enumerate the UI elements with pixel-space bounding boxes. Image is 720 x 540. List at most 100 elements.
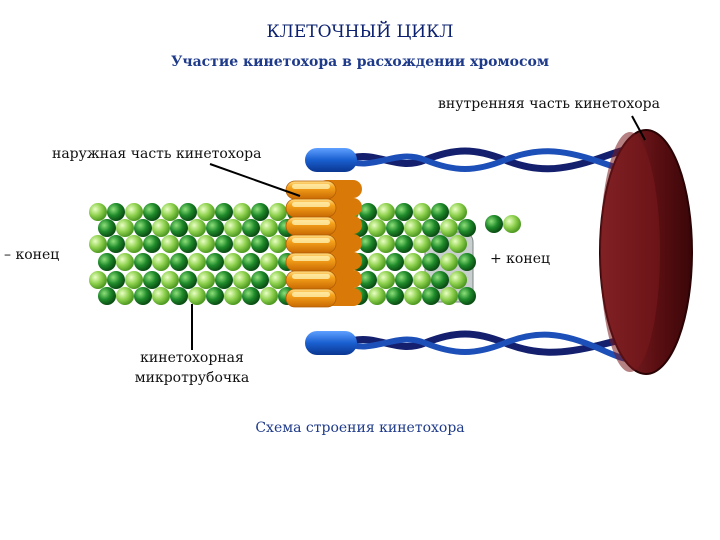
outer-kinetochore-label: наружная часть кинетохора <box>52 146 262 162</box>
tubulin-subunit <box>377 235 395 253</box>
tubulin-subunit <box>359 203 377 221</box>
tubulin-subunit <box>197 235 215 253</box>
tubulin-subunit <box>251 203 269 221</box>
tubulin-subunit <box>206 287 224 305</box>
tubulin-subunit <box>386 253 404 271</box>
tubulin-subunit <box>368 219 386 237</box>
page-subtitle: Участие кинетохора в расхождении хромосо… <box>170 54 550 70</box>
tubulin-subunit <box>449 235 467 253</box>
tubulin-subunit <box>107 235 125 253</box>
tubulin-subunit <box>377 271 395 289</box>
kinetochore-microtubule <box>89 203 521 305</box>
tubulin-subunit <box>107 271 125 289</box>
tubulin-subunit <box>224 219 242 237</box>
microtubule-label-line1: кинетохорная <box>140 350 244 366</box>
ring-segment <box>285 216 337 236</box>
tubulin-subunit <box>422 253 440 271</box>
tubulin-subunit <box>251 271 269 289</box>
inner-kinetochore-plate <box>599 129 693 375</box>
tubulin-subunit <box>116 219 134 237</box>
tubulin-subunit <box>260 253 278 271</box>
tubulin-subunit <box>413 271 431 289</box>
tubulin-subunit <box>152 253 170 271</box>
tubulin-subunit <box>458 253 476 271</box>
tubulin-subunit <box>161 235 179 253</box>
tubulin-subunit <box>377 203 395 221</box>
tubulin-subunit <box>368 287 386 305</box>
tubulin-subunit <box>413 203 431 221</box>
tubulin-subunit <box>143 235 161 253</box>
diagram-caption: Схема строения кинетохора <box>255 420 465 436</box>
tubulin-subunit <box>125 235 143 253</box>
tubulin-subunit <box>458 287 476 305</box>
ring-segment-highlight <box>292 238 330 243</box>
tubulin-subunit <box>404 253 422 271</box>
upper-blue-head <box>305 148 357 172</box>
tubulin-subunit <box>143 203 161 221</box>
tubulin-subunit <box>134 253 152 271</box>
tubulin-subunit <box>197 271 215 289</box>
tubulin-subunit <box>233 235 251 253</box>
plus-end-label: + конец <box>490 251 550 267</box>
tubulin-subunit <box>170 219 188 237</box>
tubulin-subunit <box>458 219 476 237</box>
ring-segment <box>285 180 337 200</box>
ring-segment <box>285 252 337 272</box>
tubulin-subunit <box>260 287 278 305</box>
tubulin-subunit <box>134 219 152 237</box>
tubulin-subunit <box>359 271 377 289</box>
minus-end-label: – конец <box>4 247 60 263</box>
ring-segment-highlight <box>292 292 330 297</box>
ring-segment <box>285 234 337 254</box>
tubulin-subunit <box>116 253 134 271</box>
tubulin-subunit <box>440 287 458 305</box>
tubulin-subunit <box>89 271 107 289</box>
tubulin-subunit <box>368 253 386 271</box>
tubulin-subunit <box>440 219 458 237</box>
tubulin-subunit <box>224 287 242 305</box>
tubulin-subunit <box>404 287 422 305</box>
ring-segment-highlight <box>292 274 330 279</box>
tubulin-subunit <box>413 235 431 253</box>
tubulin-subunit <box>107 203 125 221</box>
ring-segment <box>285 198 337 218</box>
outer-kinetochore-leader <box>209 163 301 197</box>
page-title: КЛЕТОЧНЫЙ ЦИКЛ <box>266 22 454 42</box>
tubulin-subunit <box>449 271 467 289</box>
tubulin-subunit <box>251 235 269 253</box>
ring-segment-highlight <box>292 256 330 261</box>
tubulin-subunit <box>152 219 170 237</box>
ring-segment <box>285 270 337 290</box>
tubulin-subunit <box>269 203 287 221</box>
tubulin-subunit <box>395 271 413 289</box>
tubulin-subunit <box>179 203 197 221</box>
tubulin-subunit <box>395 203 413 221</box>
tubulin-subunit <box>98 287 116 305</box>
tubulin-subunit <box>98 219 116 237</box>
inner-kinetochore-leader <box>631 115 646 141</box>
tubulin-subunit <box>431 271 449 289</box>
tubulin-subunit <box>179 235 197 253</box>
tubulin-subunit <box>197 203 215 221</box>
tubulin-subunit <box>125 271 143 289</box>
tubulin-subunit <box>116 287 134 305</box>
tubulin-subunit <box>98 253 116 271</box>
tubulin-subunit <box>260 219 278 237</box>
tubulin-subunit <box>161 271 179 289</box>
lower-kinetochore-fiber <box>305 330 644 362</box>
tubulin-subunit <box>395 235 413 253</box>
tubulin-subunit <box>206 253 224 271</box>
tubulin-subunit <box>449 203 467 221</box>
ring-segment-highlight <box>292 184 330 189</box>
tubulin-subunit <box>89 235 107 253</box>
tubulin-subunit <box>206 219 224 237</box>
tubulin-subunit <box>485 215 503 233</box>
tubulin-subunit <box>503 215 521 233</box>
tubulin-subunit <box>233 271 251 289</box>
tubulin-subunit <box>404 219 422 237</box>
tubulin-subunit <box>134 287 152 305</box>
ring-segment-highlight <box>292 202 330 207</box>
tubulin-subunit <box>422 287 440 305</box>
microtubule-label-line2: микротрубочка <box>134 370 250 386</box>
tubulin-subunit <box>179 271 197 289</box>
